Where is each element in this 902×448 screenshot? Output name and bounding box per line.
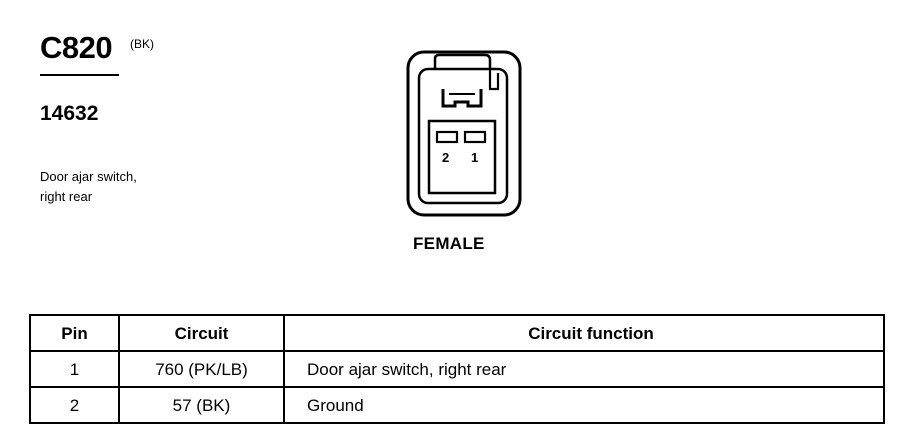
function-cell: Ground: [283, 386, 885, 424]
table-row: 2 57 (BK) Ground: [29, 386, 885, 424]
terminal-slot-2: [435, 130, 459, 144]
header-circuit: Circuit: [118, 314, 285, 352]
connector-gender-label: FEMALE: [413, 234, 485, 253]
terminal-area: [427, 119, 497, 195]
function-cell: Door ajar switch, right rear: [283, 350, 885, 388]
connector-color-code: (BK): [130, 37, 154, 51]
part-number: 14632: [40, 102, 99, 125]
connector-housing-inner: [417, 67, 509, 205]
pin-cell: 1: [29, 350, 120, 388]
header-pin: Pin: [29, 314, 120, 352]
latch-block: [441, 89, 483, 108]
connector-housing-outer: [406, 50, 522, 217]
connector-id-underline: [40, 74, 119, 76]
pin-table: Pin Circuit Circuit function 1 760 (PK/L…: [29, 314, 885, 424]
table-row: 1 760 (PK/LB) Door ajar switch, right re…: [29, 350, 885, 388]
description-line-2: right rear: [40, 189, 93, 204]
connector-description: Door ajar switch, right rear: [40, 167, 190, 207]
pin-table-header-row: Pin Circuit Circuit function: [29, 314, 885, 352]
description-line-1: Door ajar switch,: [40, 169, 137, 184]
tab-notch: [488, 69, 500, 91]
locking-tab: [433, 53, 492, 69]
header-circuit-function: Circuit function: [283, 314, 885, 352]
circuit-cell: 760 (PK/LB): [118, 350, 285, 388]
circuit-cell: 57 (BK): [118, 386, 285, 424]
terminal-slot-1: [463, 130, 487, 144]
connector-id: C820: [40, 30, 113, 65]
pin-cell: 2: [29, 386, 120, 424]
cavity-label-2: 2: [442, 150, 449, 165]
connector-face-diagram: 2 1: [406, 50, 522, 217]
cavity-label-1: 1: [471, 150, 478, 165]
